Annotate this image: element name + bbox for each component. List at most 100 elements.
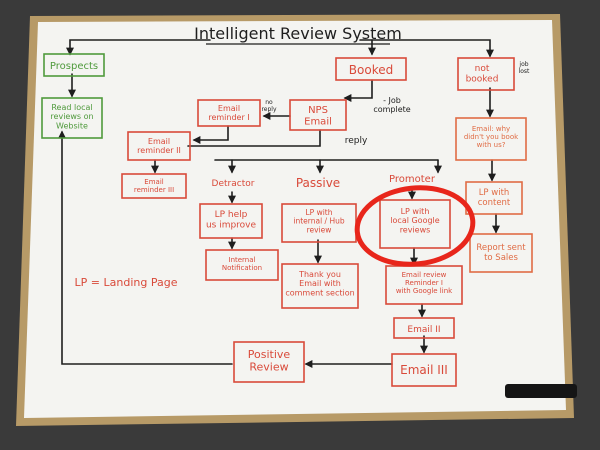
label-line: Booked [349, 63, 393, 77]
label-line: reply [345, 136, 368, 146]
label-line: internal / Hub [293, 217, 344, 226]
boxes [41, 53, 533, 387]
label-email-2: Email II [407, 325, 440, 335]
box-positive-review [233, 341, 305, 383]
eraser [505, 384, 577, 398]
label-email-3: Email III [400, 363, 448, 377]
label-prospects: Prospects [50, 61, 98, 72]
label-line: Review [249, 361, 288, 374]
box-booked [335, 57, 407, 81]
box-email-reminder-2 [127, 131, 191, 161]
box-lp-content [465, 181, 523, 215]
highlight-circle [354, 185, 476, 267]
box-not-booked [457, 57, 515, 91]
box-read-local [41, 97, 103, 139]
box-email-why [455, 117, 527, 161]
label-line: Detractor [212, 179, 255, 189]
label-line: reminder I [208, 113, 249, 122]
label-reply: reply [345, 136, 368, 146]
box-email-2 [393, 317, 455, 339]
label-line: Website [56, 121, 88, 130]
label-line: Prospects [50, 61, 98, 72]
label-line: content [478, 198, 511, 208]
label-legend: LP = Landing Page [75, 276, 178, 289]
arrow-reminder1-reminder2 [192, 125, 229, 144]
label-line: Notification [222, 264, 262, 272]
board-title: Intelligent Review System [194, 24, 402, 43]
label-line: Email [144, 178, 163, 186]
label-line: LP = Landing Page [75, 276, 178, 289]
label-line: Report sent [476, 243, 526, 253]
arrow-title-notbooked [359, 39, 494, 58]
label-line: reply [261, 106, 277, 113]
label-line: Thank you [298, 270, 341, 279]
label-line: NPS [308, 105, 328, 116]
box-email-reminder-1 [197, 99, 261, 127]
label-line: us improve [206, 220, 257, 230]
label-line: Email III [400, 363, 448, 377]
arrow-nps-reply [187, 129, 321, 147]
label-line: LP help [215, 210, 248, 220]
label-line: Read local [51, 103, 92, 112]
label-line: Passive [296, 176, 340, 190]
box-report-sales [469, 233, 533, 273]
arrow-title-prospects [66, 39, 211, 56]
label-line: - Job [383, 96, 401, 105]
box-email-3 [391, 353, 457, 387]
box-lp-help [199, 203, 263, 239]
connectors [58, 39, 500, 368]
label-booked: Booked [349, 63, 393, 77]
label-line: Reminder I [405, 279, 443, 287]
label-line: Email [304, 117, 332, 128]
label-line: LP with [401, 207, 430, 216]
box-email-review-reminder [385, 265, 463, 305]
arrow-positive-readlocal [58, 130, 233, 365]
label-line: with us? [477, 141, 506, 149]
label-line: Email with [299, 279, 341, 288]
label-line: Email review [402, 271, 447, 279]
label-line: Positive [248, 348, 291, 361]
label-promoter: Promoter [389, 174, 436, 185]
label-line: with Google link [396, 287, 453, 295]
label-line: job [518, 61, 528, 68]
label-line: reviews on [50, 112, 93, 121]
label-passive: Passive [296, 176, 340, 190]
label-line: review [307, 225, 332, 234]
label-line: Email: why [472, 125, 510, 133]
label-line: Promoter [389, 174, 436, 185]
label-line: Email [148, 137, 170, 146]
label-line: LP with [306, 208, 333, 217]
label-line: lost [519, 68, 530, 75]
label-line: reminder II [137, 146, 181, 155]
label-line: LP with [479, 188, 510, 198]
label-line: to Sales [484, 253, 518, 263]
box-nps-email [289, 99, 347, 131]
label-line: reminder III [134, 186, 174, 194]
label-line: complete [373, 105, 410, 114]
box-lp-google [379, 199, 451, 249]
label-line: no [265, 99, 273, 106]
label-detractor: Detractor [212, 179, 255, 189]
label-line: comment section [285, 288, 354, 297]
label-line: booked [466, 74, 499, 84]
